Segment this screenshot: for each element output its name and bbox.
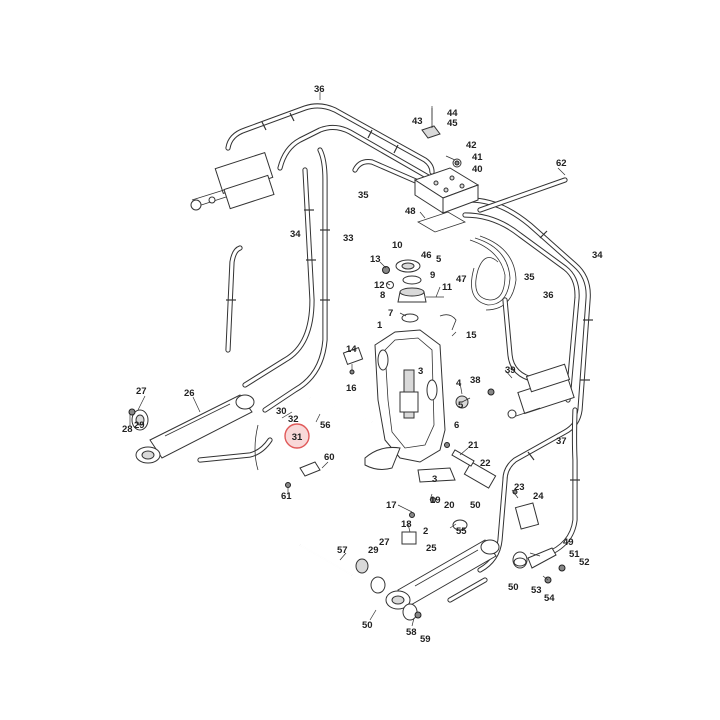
callout-18: 18 [401,519,412,530]
highlighted-callout-31[interactable]: 31 [284,423,310,449]
callout-8: 8 [380,290,385,301]
right-valve-assembly [507,363,575,419]
upper-left-valve-assembly [190,151,275,211]
callout-27-upper: 27 [136,386,147,397]
callout-61: 61 [281,491,292,502]
callout-35-right: 35 [524,272,535,283]
callout-13: 13 [370,254,381,265]
callout-54: 54 [544,593,555,604]
callout-29-lower: 29 [368,545,379,556]
callout-35-top: 35 [358,190,369,201]
callout-41: 41 [472,152,483,163]
hydraulic-hoses [197,103,593,603]
callout-5: 5 [436,254,442,265]
callout-2: 2 [423,526,428,537]
callout-labels: 36 44 43 45 42 41 40 62 35 48 34 33 10 4… [122,84,603,645]
callout-36-right: 36 [543,290,554,301]
small-parts [254,369,566,584]
callout-26: 26 [184,388,195,399]
steering-bracket [342,329,456,483]
callout-14: 14 [346,344,357,355]
callout-40: 40 [472,164,483,175]
callout-21: 21 [468,440,479,451]
callout-27-lower: 27 [379,537,390,548]
upper-hydraulic-cylinder [128,394,255,464]
callout-23: 23 [514,482,525,493]
callout-3-lower: 3 [432,474,437,485]
swivel-components [382,259,457,331]
callout-29-upper: 29 [134,420,145,431]
callout-48: 48 [405,206,416,217]
callout-51: 51 [569,549,580,560]
callout-34-right: 34 [592,250,603,261]
callout-44: 44 [447,108,458,119]
callout-32: 32 [288,414,299,425]
callout-22: 22 [480,458,491,469]
callout-15: 15 [466,330,477,341]
callout-50-b: 50 [508,582,519,593]
callout-6: 6 [454,420,459,431]
callout-59: 59 [420,634,431,645]
leader-lines [129,92,566,627]
callout-57: 57 [337,545,348,556]
callout-56: 56 [320,420,331,431]
callout-19: 19 [430,495,441,506]
callout-60: 60 [324,452,335,463]
callout-46: 46 [421,250,432,261]
callout-3: 3 [418,366,423,377]
callout-30: 30 [276,406,287,417]
callout-5-lower: 5 [458,400,464,411]
highlight-ring [284,423,310,449]
callout-53: 53 [531,585,542,596]
callout-37: 37 [556,436,567,447]
pins [299,397,497,576]
callout-50-c: 50 [362,620,373,631]
callout-52: 52 [579,557,590,568]
callout-25: 25 [426,543,437,554]
callout-50-a: 50 [470,500,481,511]
callout-17: 17 [386,500,397,511]
callout-55: 55 [456,526,467,537]
lower-hydraulic-cylinder [355,539,528,621]
callout-39: 39 [505,365,516,376]
callout-11: 11 [442,282,453,293]
callout-4: 4 [456,378,462,389]
manifold-block [413,108,480,233]
callout-12: 12 [374,280,385,291]
callout-1: 1 [377,320,383,331]
callout-43: 43 [412,116,423,127]
callout-20: 20 [444,500,455,511]
callout-7: 7 [388,308,393,319]
callout-49: 49 [563,537,574,548]
callout-34-left: 34 [290,229,301,240]
callout-10: 10 [392,240,403,251]
callout-36-top: 36 [314,84,325,95]
callout-62: 62 [556,158,567,169]
callout-9: 9 [430,270,435,281]
callout-58: 58 [406,627,417,638]
callout-16: 16 [346,383,357,394]
callout-28: 28 [122,424,133,435]
callout-24: 24 [533,491,544,502]
callout-31: 31 [292,432,303,443]
callout-33: 33 [343,233,354,244]
callout-42: 42 [466,140,477,151]
callout-38: 38 [470,375,481,386]
callout-47: 47 [456,274,467,285]
callout-45: 45 [447,118,458,129]
